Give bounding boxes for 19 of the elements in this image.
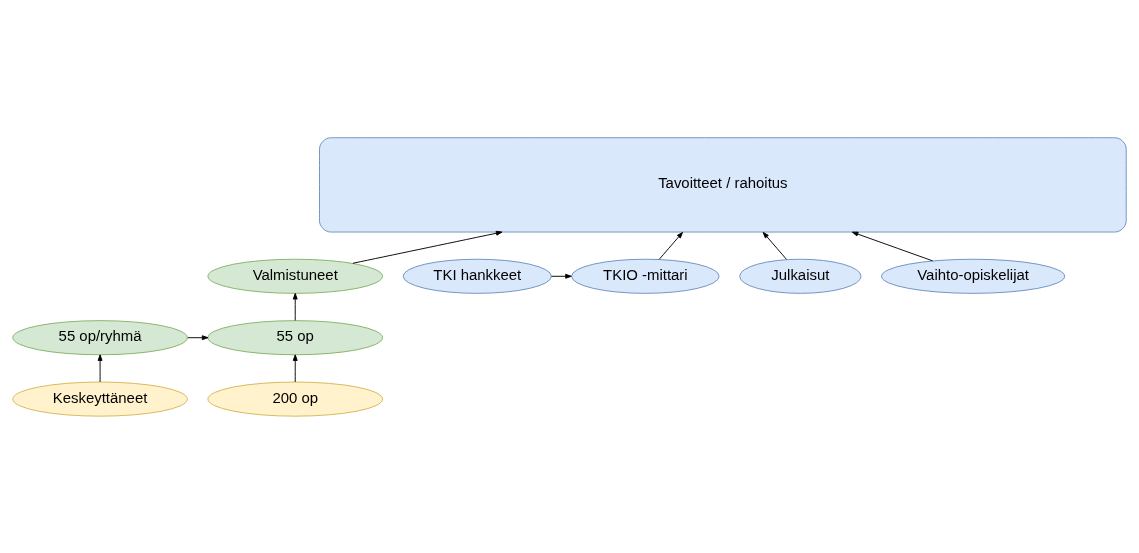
node-ellipse: Valmistuneet — [207, 258, 383, 294]
node-ellipse: TKI hankkeet — [402, 258, 552, 294]
node-ellipse: TKIO -mittari — [571, 258, 720, 294]
arrow — [292, 292, 298, 321]
node-ellipse: 200 op — [207, 381, 383, 417]
arrow — [551, 273, 572, 279]
arrow — [292, 353, 298, 382]
node-ellipse: 55 op — [207, 319, 383, 355]
node-ellipse: 55 op/ryhmä — [12, 319, 188, 355]
arrow — [352, 230, 503, 264]
node-box: Tavoitteet / rahoitus — [319, 136, 1127, 232]
arrow — [658, 231, 683, 260]
node-ellipse: Vaihto-opiskelijat — [881, 258, 1066, 294]
node-ellipse: Julkaisut — [739, 258, 862, 294]
node-ellipse: Keskeyttäneet — [12, 381, 188, 417]
arrow — [762, 231, 787, 260]
arrow — [97, 353, 103, 382]
arrow — [851, 231, 934, 261]
arrow — [187, 334, 209, 340]
